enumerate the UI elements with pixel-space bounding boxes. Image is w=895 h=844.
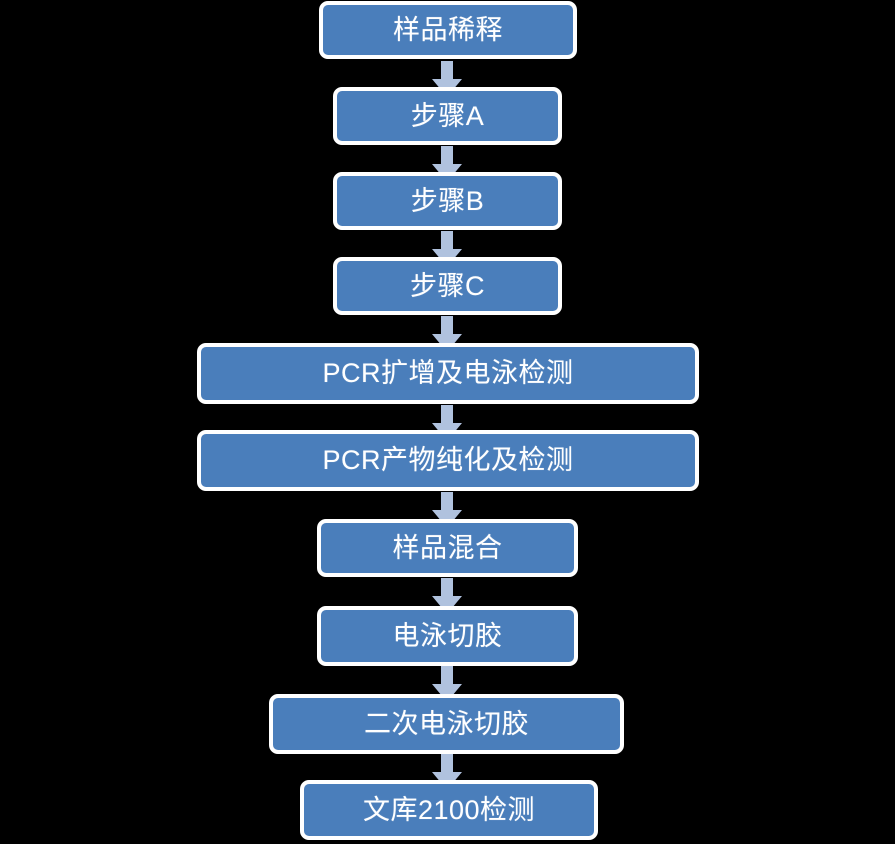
flow-node[interactable]: 文库2100检测	[300, 780, 598, 840]
flow-node[interactable]: 步骤C	[333, 257, 562, 315]
flow-node-label: 步骤A	[410, 100, 485, 131]
flow-node-label: 样品混合	[392, 532, 503, 563]
flow-node-label: 步骤C	[410, 270, 485, 301]
flow-node-label: PCR扩增及电泳检测	[322, 358, 574, 388]
down-arrow-icon	[432, 666, 462, 702]
flow-node[interactable]: PCR扩增及电泳检测	[197, 343, 699, 404]
flow-node-label: 步骤B	[410, 185, 485, 216]
flow-node-label: 文库2100检测	[362, 794, 536, 825]
flow-node[interactable]: PCR产物纯化及检测	[197, 430, 699, 491]
flow-node-label: 二次电泳切胶	[364, 708, 529, 739]
flow-node-label: 样品稀释	[393, 14, 503, 45]
flow-node[interactable]: 电泳切胶	[317, 606, 578, 666]
flow-node[interactable]: 样品稀释	[319, 1, 577, 59]
down-arrow-icon	[432, 578, 462, 614]
flow-node[interactable]: 步骤A	[333, 87, 562, 145]
flow-node[interactable]: 步骤B	[333, 172, 562, 230]
flow-node[interactable]: 样品混合	[317, 519, 578, 577]
flow-node[interactable]: 二次电泳切胶	[269, 694, 624, 754]
flow-node-label: 电泳切胶	[392, 620, 503, 651]
flow-node-label: PCR产物纯化及检测	[322, 445, 574, 475]
